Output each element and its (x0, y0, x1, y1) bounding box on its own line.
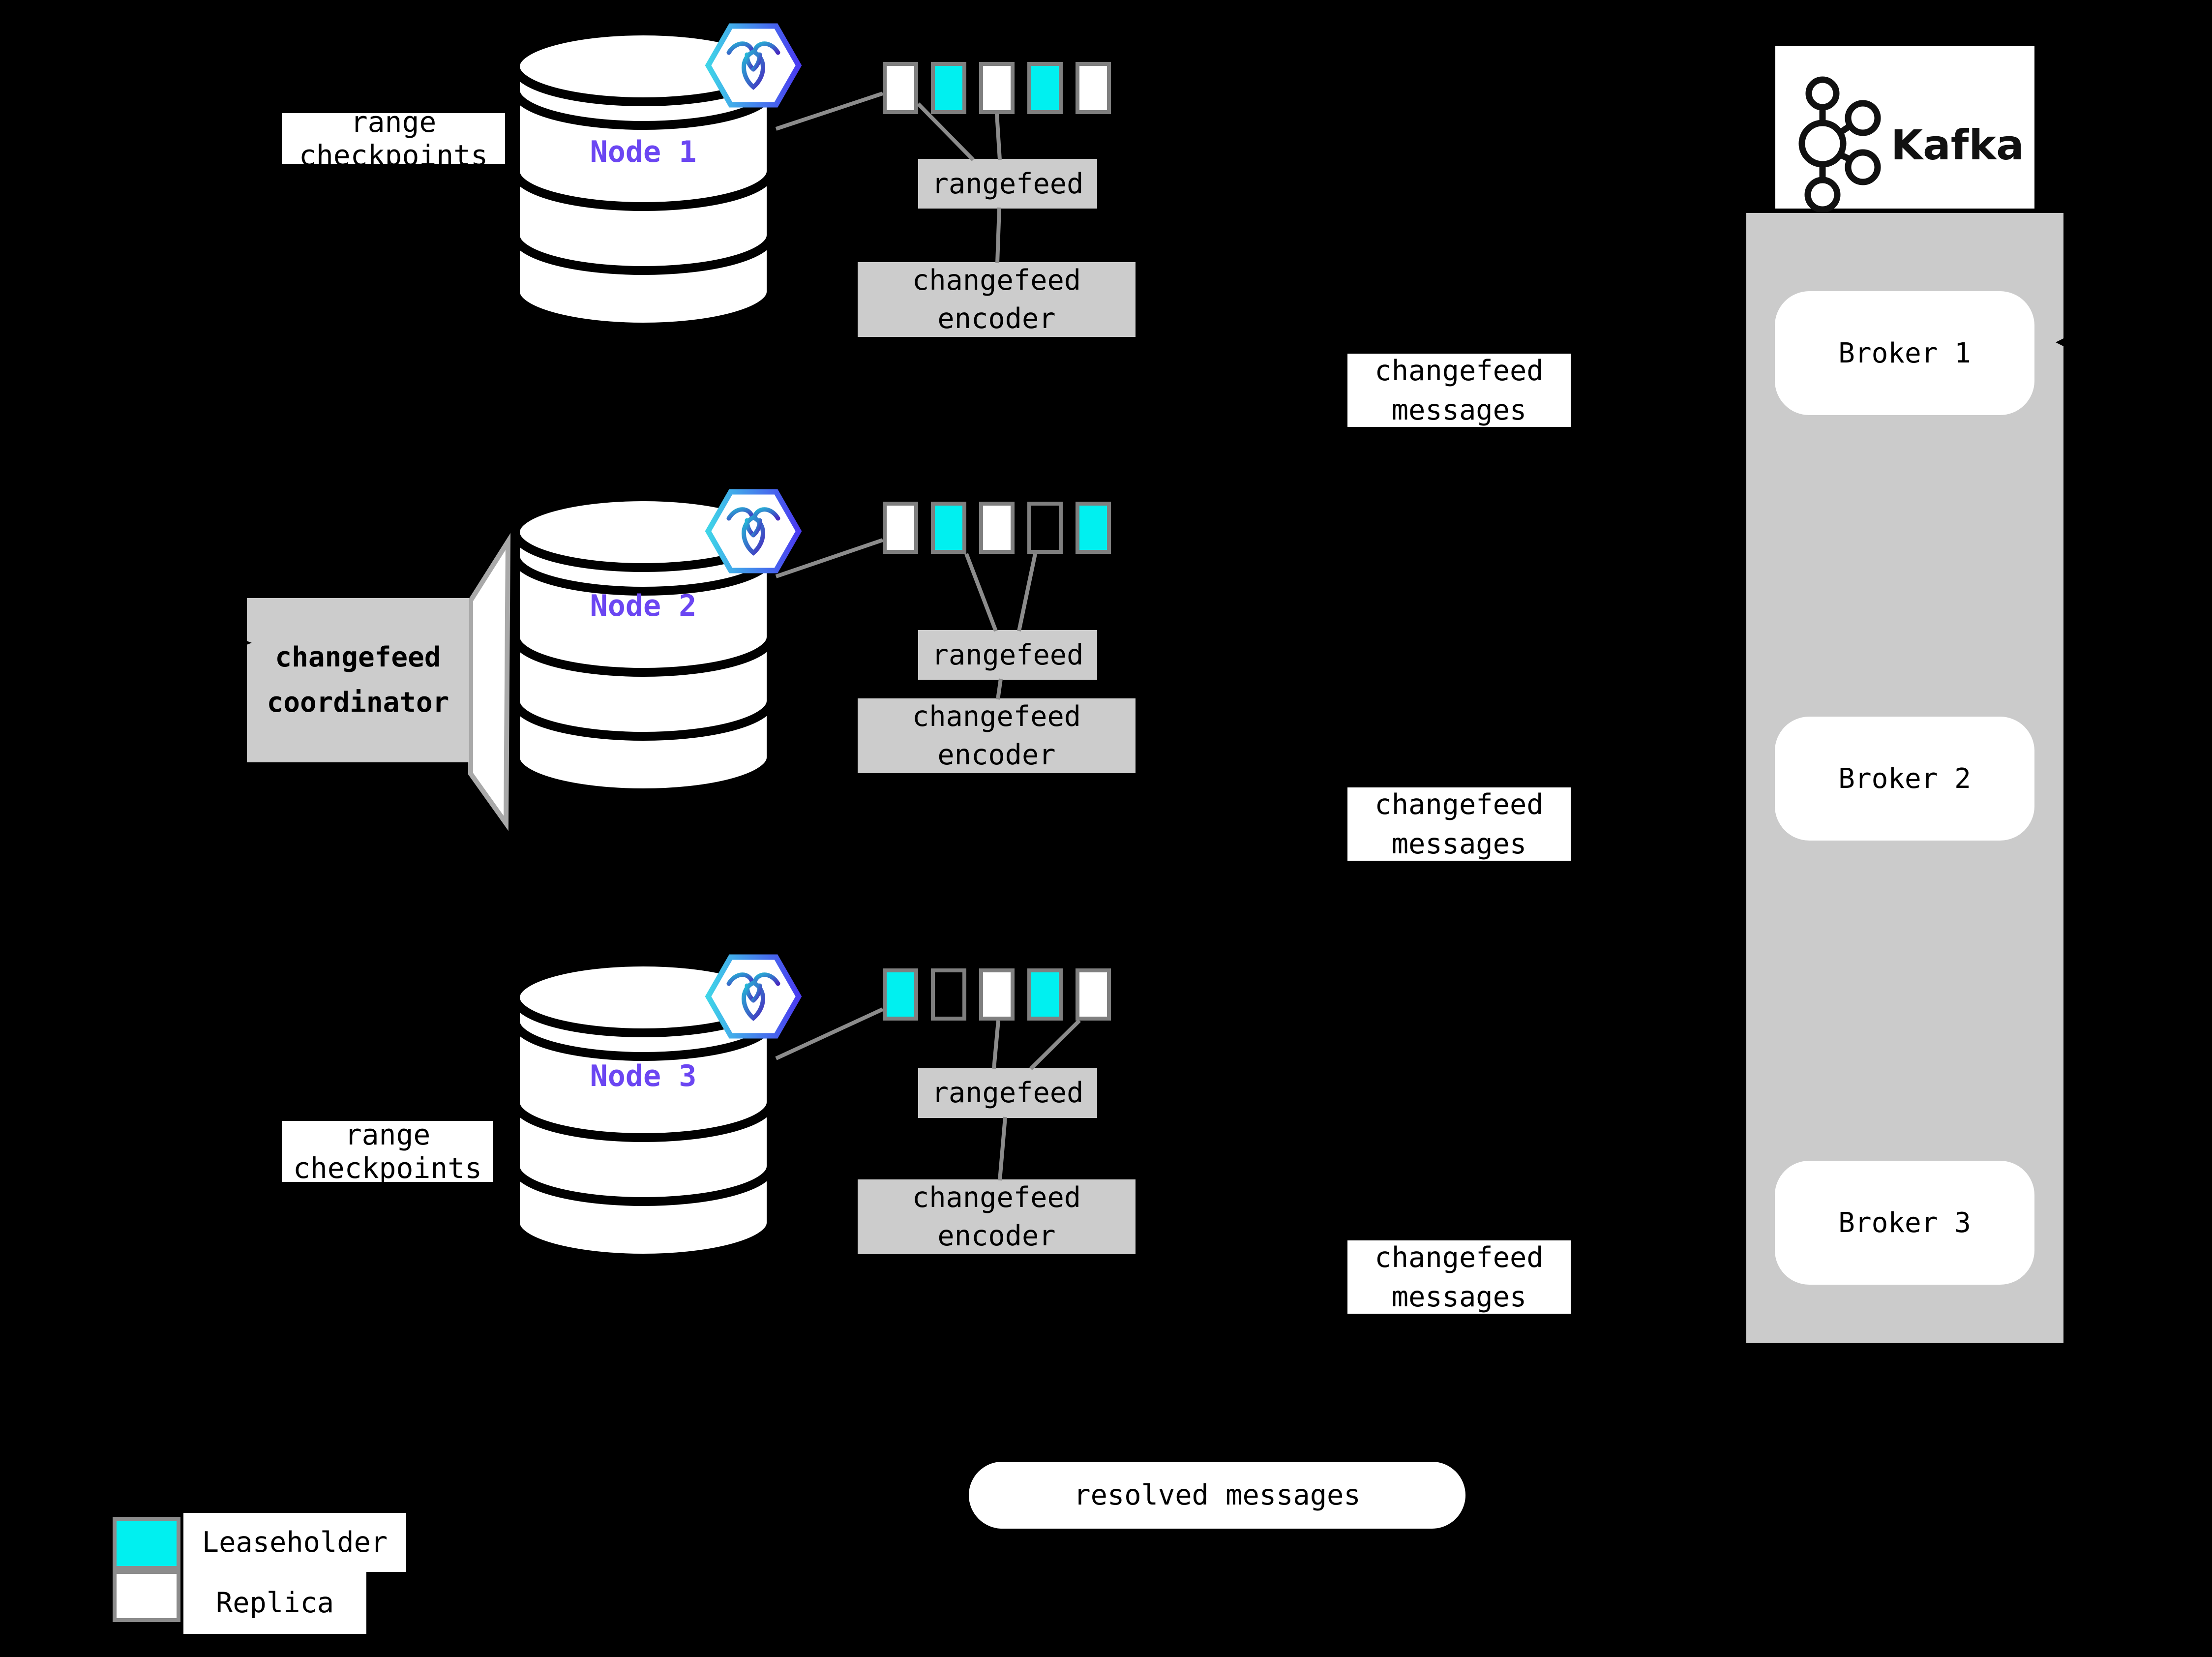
node1-rangefeed-label: rangefeed (931, 167, 1084, 200)
range-checkpoints-top-line2: checkpoints (299, 138, 488, 164)
node1-messages-line1: changefeed (1375, 354, 1544, 387)
resolved-messages-label: resolved messages (1074, 1479, 1361, 1511)
node-2-label: Node 2 (590, 589, 697, 623)
cockroachdb-badge-icon-node2 (705, 489, 802, 573)
node3-changefeed-messages-box: changefeed messages (1347, 1240, 1571, 1314)
node3-encoder-line2: encoder (937, 1220, 1056, 1252)
node-1-label: Node 1 (590, 135, 697, 169)
node3-range-4 (1027, 968, 1063, 1021)
range-checkpoints-label-bottom: range checkpoints (282, 1118, 493, 1185)
node3-rangefeed-label: rangefeed (931, 1077, 1084, 1109)
node1-changefeed-messages-box: changefeed messages (1347, 354, 1571, 427)
broker-3-label: Broker 3 (1838, 1206, 1971, 1239)
node1-messages-line2: messages (1391, 393, 1527, 426)
node3-range-2 (931, 968, 966, 1021)
legend-replica-text: Replica (215, 1587, 334, 1619)
node3-encoder-line1: changefeed (912, 1181, 1081, 1214)
node1-range-5 (1076, 62, 1111, 114)
node1-cylinder-icon (511, 27, 776, 331)
node2-messages-line2: messages (1391, 827, 1527, 860)
broker-3-box: Broker 3 (1775, 1161, 2034, 1285)
resolved-messages-pill: resolved messages (969, 1462, 1465, 1529)
node1-encoder-line1: changefeed (912, 264, 1081, 297)
node2-encoder-line1: changefeed (912, 700, 1081, 733)
node2-range-1 (883, 502, 918, 554)
node2-range-2 (931, 502, 966, 554)
node3-messages-line1: changefeed (1375, 1241, 1544, 1274)
node3-rangefeed-box: rangefeed (918, 1068, 1097, 1118)
node2-cylinder-icon (511, 492, 776, 797)
node2-range-3 (979, 502, 1015, 554)
node1-range-4 (1027, 62, 1063, 114)
coordinator-line2: coordinator (267, 687, 449, 719)
legend-leaseholder-text: Leaseholder (202, 1526, 388, 1559)
coordinator-line1: changefeed (275, 641, 441, 673)
node3-range-3 (979, 968, 1015, 1021)
range-checkpoints-bottom-line1: range (344, 1118, 431, 1151)
node3-cylinder-icon (511, 958, 776, 1263)
node3-messages-line2: messages (1391, 1280, 1527, 1313)
node1-rangefeed-box: rangefeed (918, 159, 1097, 209)
coordinator-flag-shape (468, 533, 511, 831)
broker-2-box: Broker 2 (1775, 717, 2034, 841)
node1-range-2 (931, 62, 966, 114)
changefeed-coordinator-box: changefeed coordinator (247, 598, 469, 762)
broker-1-box: Broker 1 (1775, 291, 2034, 415)
node2-encoder-line2: encoder (937, 739, 1056, 771)
legend-replica-swatch (113, 1570, 180, 1622)
node-3-label: Node 3 (590, 1059, 697, 1093)
legend-leaseholder-swatch (113, 1517, 180, 1570)
range-checkpoints-label-top: range checkpoints (282, 113, 505, 164)
cockroachdb-badge-icon-node1 (705, 23, 802, 108)
node1-encoder-box: changefeed encoder (858, 262, 1136, 337)
node1-range-1 (883, 62, 918, 114)
node2-range-4 (1027, 502, 1063, 554)
node2-encoder-box: changefeed encoder (858, 698, 1136, 773)
node2-rangefeed-label: rangefeed (931, 638, 1084, 671)
node1-range-3 (979, 62, 1015, 114)
node3-range-1 (883, 968, 918, 1021)
range-checkpoints-bottom-line2: checkpoints (293, 1151, 482, 1185)
node3-encoder-box: changefeed encoder (858, 1179, 1136, 1254)
cockroachdb-badge-icon-node3 (705, 954, 802, 1039)
node2-messages-line1: changefeed (1375, 788, 1544, 821)
broker-1-label: Broker 1 (1838, 337, 1971, 369)
range-checkpoints-top-line1: range (350, 113, 437, 139)
node1-encoder-line2: encoder (937, 302, 1056, 335)
node2-range-5 (1076, 502, 1111, 554)
node2-changefeed-messages-box: changefeed messages (1347, 787, 1571, 861)
legend-replica-label: Replica (183, 1572, 366, 1634)
legend-leaseholder-label: Leaseholder (183, 1513, 406, 1572)
kafka-brand-label: Kafka (1891, 121, 2024, 169)
broker-2-label: Broker 2 (1838, 762, 1971, 795)
node2-rangefeed-box: rangefeed (918, 630, 1097, 680)
node3-range-5 (1076, 968, 1111, 1021)
